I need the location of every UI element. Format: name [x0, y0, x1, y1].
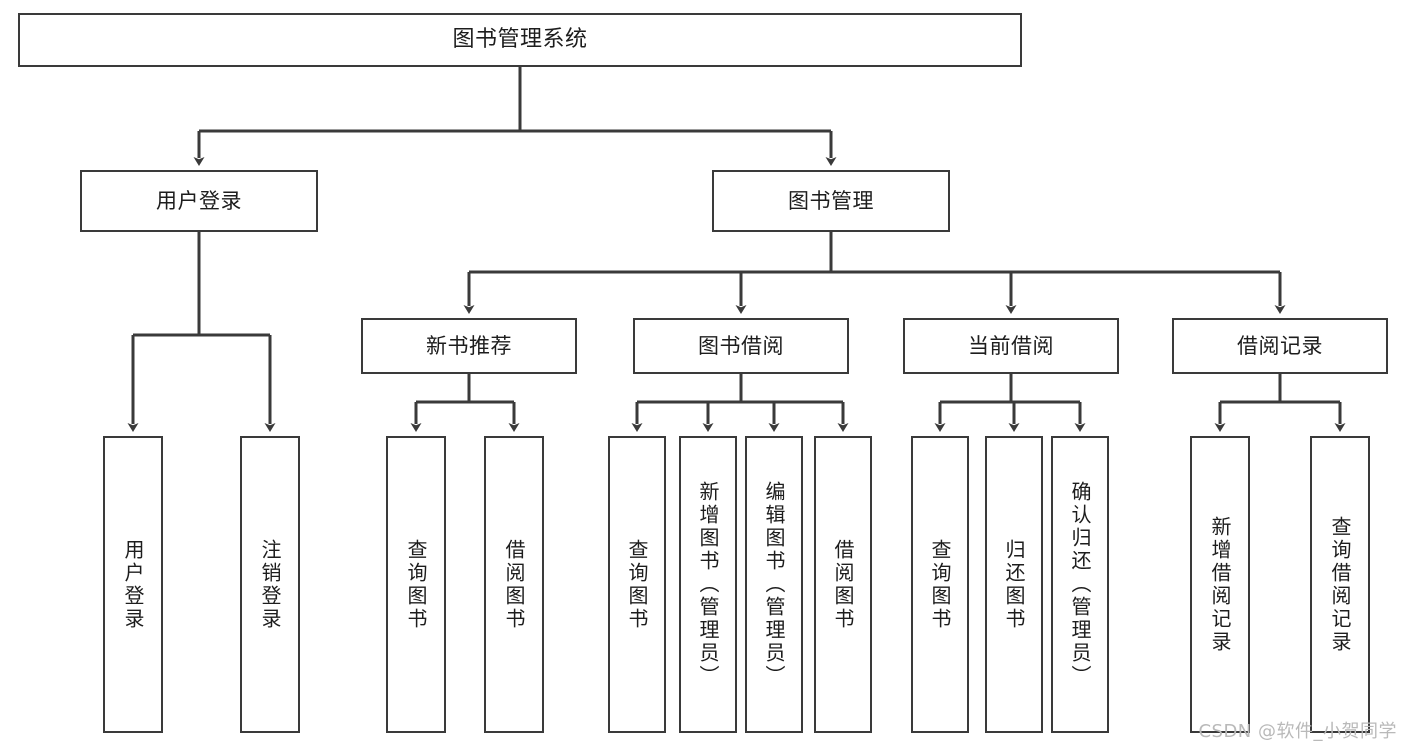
node-leaf-edit-book-admin-label: 编辑图书（管理员） — [762, 481, 786, 688]
node-leaf-logout-label: 注销登录 — [258, 538, 282, 631]
node-leaf-query-book-rec-label: 查询图书 — [404, 538, 428, 631]
node-new-book-recommend[interactable]: 新书推荐 — [361, 318, 577, 374]
node-leaf-user-login[interactable]: 用户登录 — [103, 436, 163, 733]
node-borrow-record-label: 借阅记录 — [1237, 333, 1323, 358]
node-user-login[interactable]: 用户登录 — [80, 170, 318, 232]
node-book-manage-label: 图书管理 — [788, 188, 874, 213]
node-leaf-add-borrow-record[interactable]: 新增借阅记录 — [1190, 436, 1250, 733]
node-leaf-query-borrow-record[interactable]: 查询借阅记录 — [1310, 436, 1370, 733]
node-leaf-borrow-book-rec-label: 借阅图书 — [502, 538, 526, 631]
node-leaf-add-book-admin[interactable]: 新增图书（管理员） — [679, 436, 737, 733]
node-leaf-logout[interactable]: 注销登录 — [240, 436, 300, 733]
node-book-borrow[interactable]: 图书借阅 — [633, 318, 849, 374]
node-leaf-query-book-current[interactable]: 查询图书 — [911, 436, 969, 733]
node-leaf-query-book-rec[interactable]: 查询图书 — [386, 436, 446, 733]
node-leaf-user-login-label: 用户登录 — [121, 538, 145, 631]
node-leaf-query-book-borrow[interactable]: 查询图书 — [608, 436, 666, 733]
node-leaf-query-book-current-label: 查询图书 — [928, 538, 952, 631]
node-new-book-recommend-label: 新书推荐 — [426, 333, 512, 358]
node-leaf-borrow-book[interactable]: 借阅图书 — [814, 436, 872, 733]
node-book-manage[interactable]: 图书管理 — [712, 170, 950, 232]
node-leaf-return-book-label: 归还图书 — [1002, 538, 1026, 631]
node-root-label: 图书管理系统 — [452, 27, 588, 53]
node-leaf-add-book-admin-label: 新增图书（管理员） — [696, 481, 720, 688]
node-leaf-edit-book-admin[interactable]: 编辑图书（管理员） — [745, 436, 803, 733]
node-borrow-record[interactable]: 借阅记录 — [1172, 318, 1388, 374]
node-leaf-return-book[interactable]: 归还图书 — [985, 436, 1043, 733]
watermark-text: CSDN @软件_小贺同学 — [1198, 721, 1397, 742]
node-root[interactable]: 图书管理系统 — [18, 13, 1022, 67]
node-book-borrow-label: 图书借阅 — [698, 333, 784, 358]
node-leaf-borrow-book-label: 借阅图书 — [831, 538, 855, 631]
node-current-borrow[interactable]: 当前借阅 — [903, 318, 1119, 374]
node-leaf-query-borrow-record-label: 查询借阅记录 — [1328, 515, 1352, 654]
node-leaf-query-book-borrow-label: 查询图书 — [625, 538, 649, 631]
node-user-login-label: 用户登录 — [156, 188, 242, 213]
node-current-borrow-label: 当前借阅 — [968, 333, 1054, 358]
node-leaf-confirm-return-admin[interactable]: 确认归还（管理员） — [1051, 436, 1109, 733]
node-leaf-confirm-return-admin-label: 确认归还（管理员） — [1068, 481, 1092, 688]
node-leaf-add-borrow-record-label: 新增借阅记录 — [1208, 515, 1232, 654]
node-leaf-borrow-book-rec[interactable]: 借阅图书 — [484, 436, 544, 733]
